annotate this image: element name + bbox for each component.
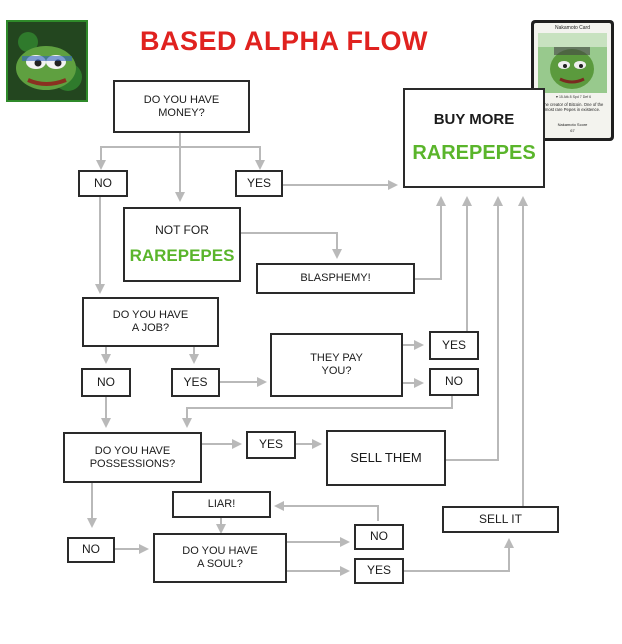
box-yes-possessions: YES [246,431,296,459]
card-stats: ♥ 15 Atk 8 Spd 7 Def 6 [555,95,592,99]
box-liar-label: LIAR! [207,498,236,511]
box-no-soul-question: NO [67,537,115,563]
box-have-job-line1: DO YOU HAVE [112,309,189,322]
box-no-job: NO [81,368,131,397]
box-not-for-green: RAREPEPES [129,245,235,265]
box-have-money-line1: DO YOU HAVE [143,93,220,106]
box-yes-money: YES [235,170,283,197]
box-no-money-label: NO [94,175,112,190]
arrow-no-liar [274,501,379,521]
card-inner: Nakamoto Card ♥ 15 Atk 8 Spd 7 Def 6 The… [534,23,611,138]
box-no-soul-label: NO [370,529,388,544]
box-sell-it: SELL IT [442,506,559,533]
card-number: 67 [570,128,575,133]
box-soul-line2: A SOUL? [197,558,243,570]
box-buy-more-rarepepes: BUY MORE RAREPEPES [403,88,545,188]
box-not-for-label: NOT FOR [155,222,209,237]
arrow-no3-possessions [182,396,453,428]
box-yes-soul-label: YES [366,563,391,578]
box-have-possessions: DO YOU HAVE POSSESSIONS? [63,432,202,483]
arrow-blasphemy-buy-more [415,196,446,280]
box-buy-more-label: BUY MORE [433,110,515,128]
box-possessions-line1: DO YOU HAVE [94,444,171,457]
box-have-money-line2: MONEY? [158,106,205,119]
box-have-job-line2: A JOB? [131,322,170,334]
arrow-yes-sell-it [404,538,514,572]
box-no-soul-question-label: NO [82,542,100,557]
box-yes-possessions-label: YES [258,437,283,452]
arrow-money-yes [180,146,265,170]
box-they-pay-you: THEY PAY YOU? [270,333,403,397]
arrow-not-for-blasphemy [240,232,342,259]
box-blasphemy: BLASPHEMY! [256,263,415,294]
box-no-soul: NO [354,524,404,550]
box-no-paid: NO [429,368,479,396]
nakamoto-card: Nakamoto Card ♥ 15 Atk 8 Spd 7 Def 6 The… [531,20,614,141]
card-name: Nakamoto Card [554,25,590,31]
box-yes-money-label: YES [246,175,271,190]
box-sell-them: SELL THEM [326,430,446,486]
box-blasphemy-label: BLASPHEMY! [300,272,371,285]
box-yes-soul: YES [354,558,404,584]
card-description: The creator of Bitcoin. One of the most … [541,102,604,113]
box-possessions-line2: POSSESSIONS? [89,457,176,470]
box-sell-them-label: SELL THEM [350,449,422,465]
box-have-money: DO YOU HAVE MONEY? [113,80,250,133]
box-no-money: NO [78,170,128,197]
box-not-for-rarepepes: NOT FOR RAREPEPES [123,207,241,282]
box-yes-paid-label: YES [441,337,466,352]
pepe-avatar [6,20,88,102]
card-footer: Nakamoto Score [557,122,588,127]
box-they-pay-line2: YOU? [321,365,352,377]
box-sell-it-label: SELL IT [479,511,522,526]
box-soul-line1: DO YOU HAVE [182,545,258,558]
page-title: BASED ALPHA FLOW [140,26,428,56]
pepe-avatar-image [8,22,86,100]
box-have-job: DO YOU HAVE A JOB? [82,297,219,347]
box-they-pay-line1: THEY PAY [310,352,363,365]
box-have-soul: DO YOU HAVE A SOUL? [153,533,287,583]
box-liar: LIAR! [172,491,271,518]
arrow-money-no [96,146,180,170]
card-art [538,33,607,93]
box-no-job-label: NO [97,374,115,389]
box-no-paid-label: NO [445,374,463,389]
box-buy-more-green: RAREPEPES [412,142,536,165]
card-art-image [538,33,607,93]
arrow-sell-them-buy-more [446,196,503,461]
box-yes-paid: YES [429,331,479,360]
box-yes-job-label: YES [183,374,208,389]
box-yes-job: YES [171,368,220,397]
